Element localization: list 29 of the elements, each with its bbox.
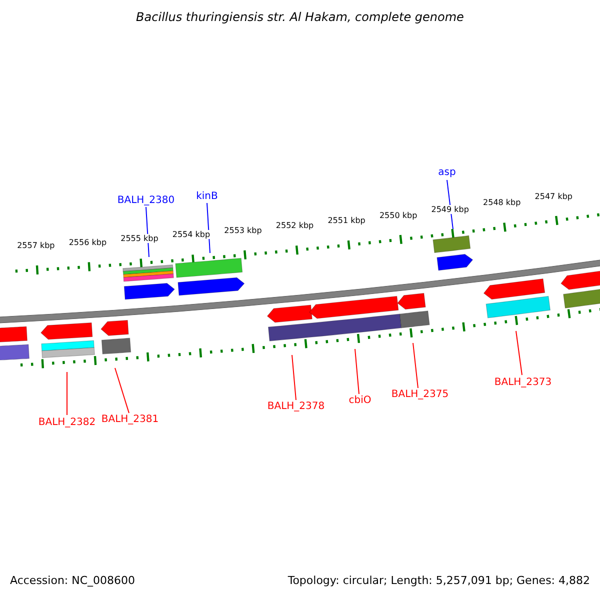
footer-text: Topology: circular; Length: 5,257,091 bp; Genes: 4,882 xyxy=(288,574,590,587)
gene-label: cbiO xyxy=(348,395,372,406)
gene-label: BALH_2375 xyxy=(391,389,449,400)
gene-label: asp xyxy=(438,167,456,178)
leader-line xyxy=(114,368,130,414)
leader-line xyxy=(354,348,360,394)
tick-label: 2555 kbp xyxy=(120,234,158,244)
tick-label: 2551 kbp xyxy=(328,216,366,226)
gene-label: BALH_2380 xyxy=(117,195,175,206)
map-title: Bacillus thuringiensis str. Al Hakam, complete genome xyxy=(136,10,464,24)
gene-label: BALH_2382 xyxy=(38,417,96,428)
gene-label: BALH_2373 xyxy=(494,377,552,388)
tick-label: 2549 kbp xyxy=(431,204,469,214)
leader-line xyxy=(292,354,296,400)
gene-label: BALH_2378 xyxy=(267,401,325,412)
tick-label: 2550 kbp xyxy=(379,210,418,220)
tick-label: 2554 kbp xyxy=(172,230,210,240)
gene-label: BALH_2381 xyxy=(101,414,159,425)
tick-label: 2552 kbp xyxy=(276,221,314,230)
tick-label: 2553 kbp xyxy=(224,226,262,235)
tick-label: 2548 kbp xyxy=(483,198,521,208)
leader-line xyxy=(66,372,68,416)
tick-label: 2557 kbp xyxy=(17,240,55,250)
tick-label: 2556 kbp xyxy=(68,238,107,247)
footer-text: Accession: NC_008600 xyxy=(10,574,136,587)
leader-line xyxy=(412,342,418,388)
gene-label: kinB xyxy=(196,191,218,202)
tick-label: 2547 kbp xyxy=(534,192,572,201)
leader-line xyxy=(516,330,522,376)
